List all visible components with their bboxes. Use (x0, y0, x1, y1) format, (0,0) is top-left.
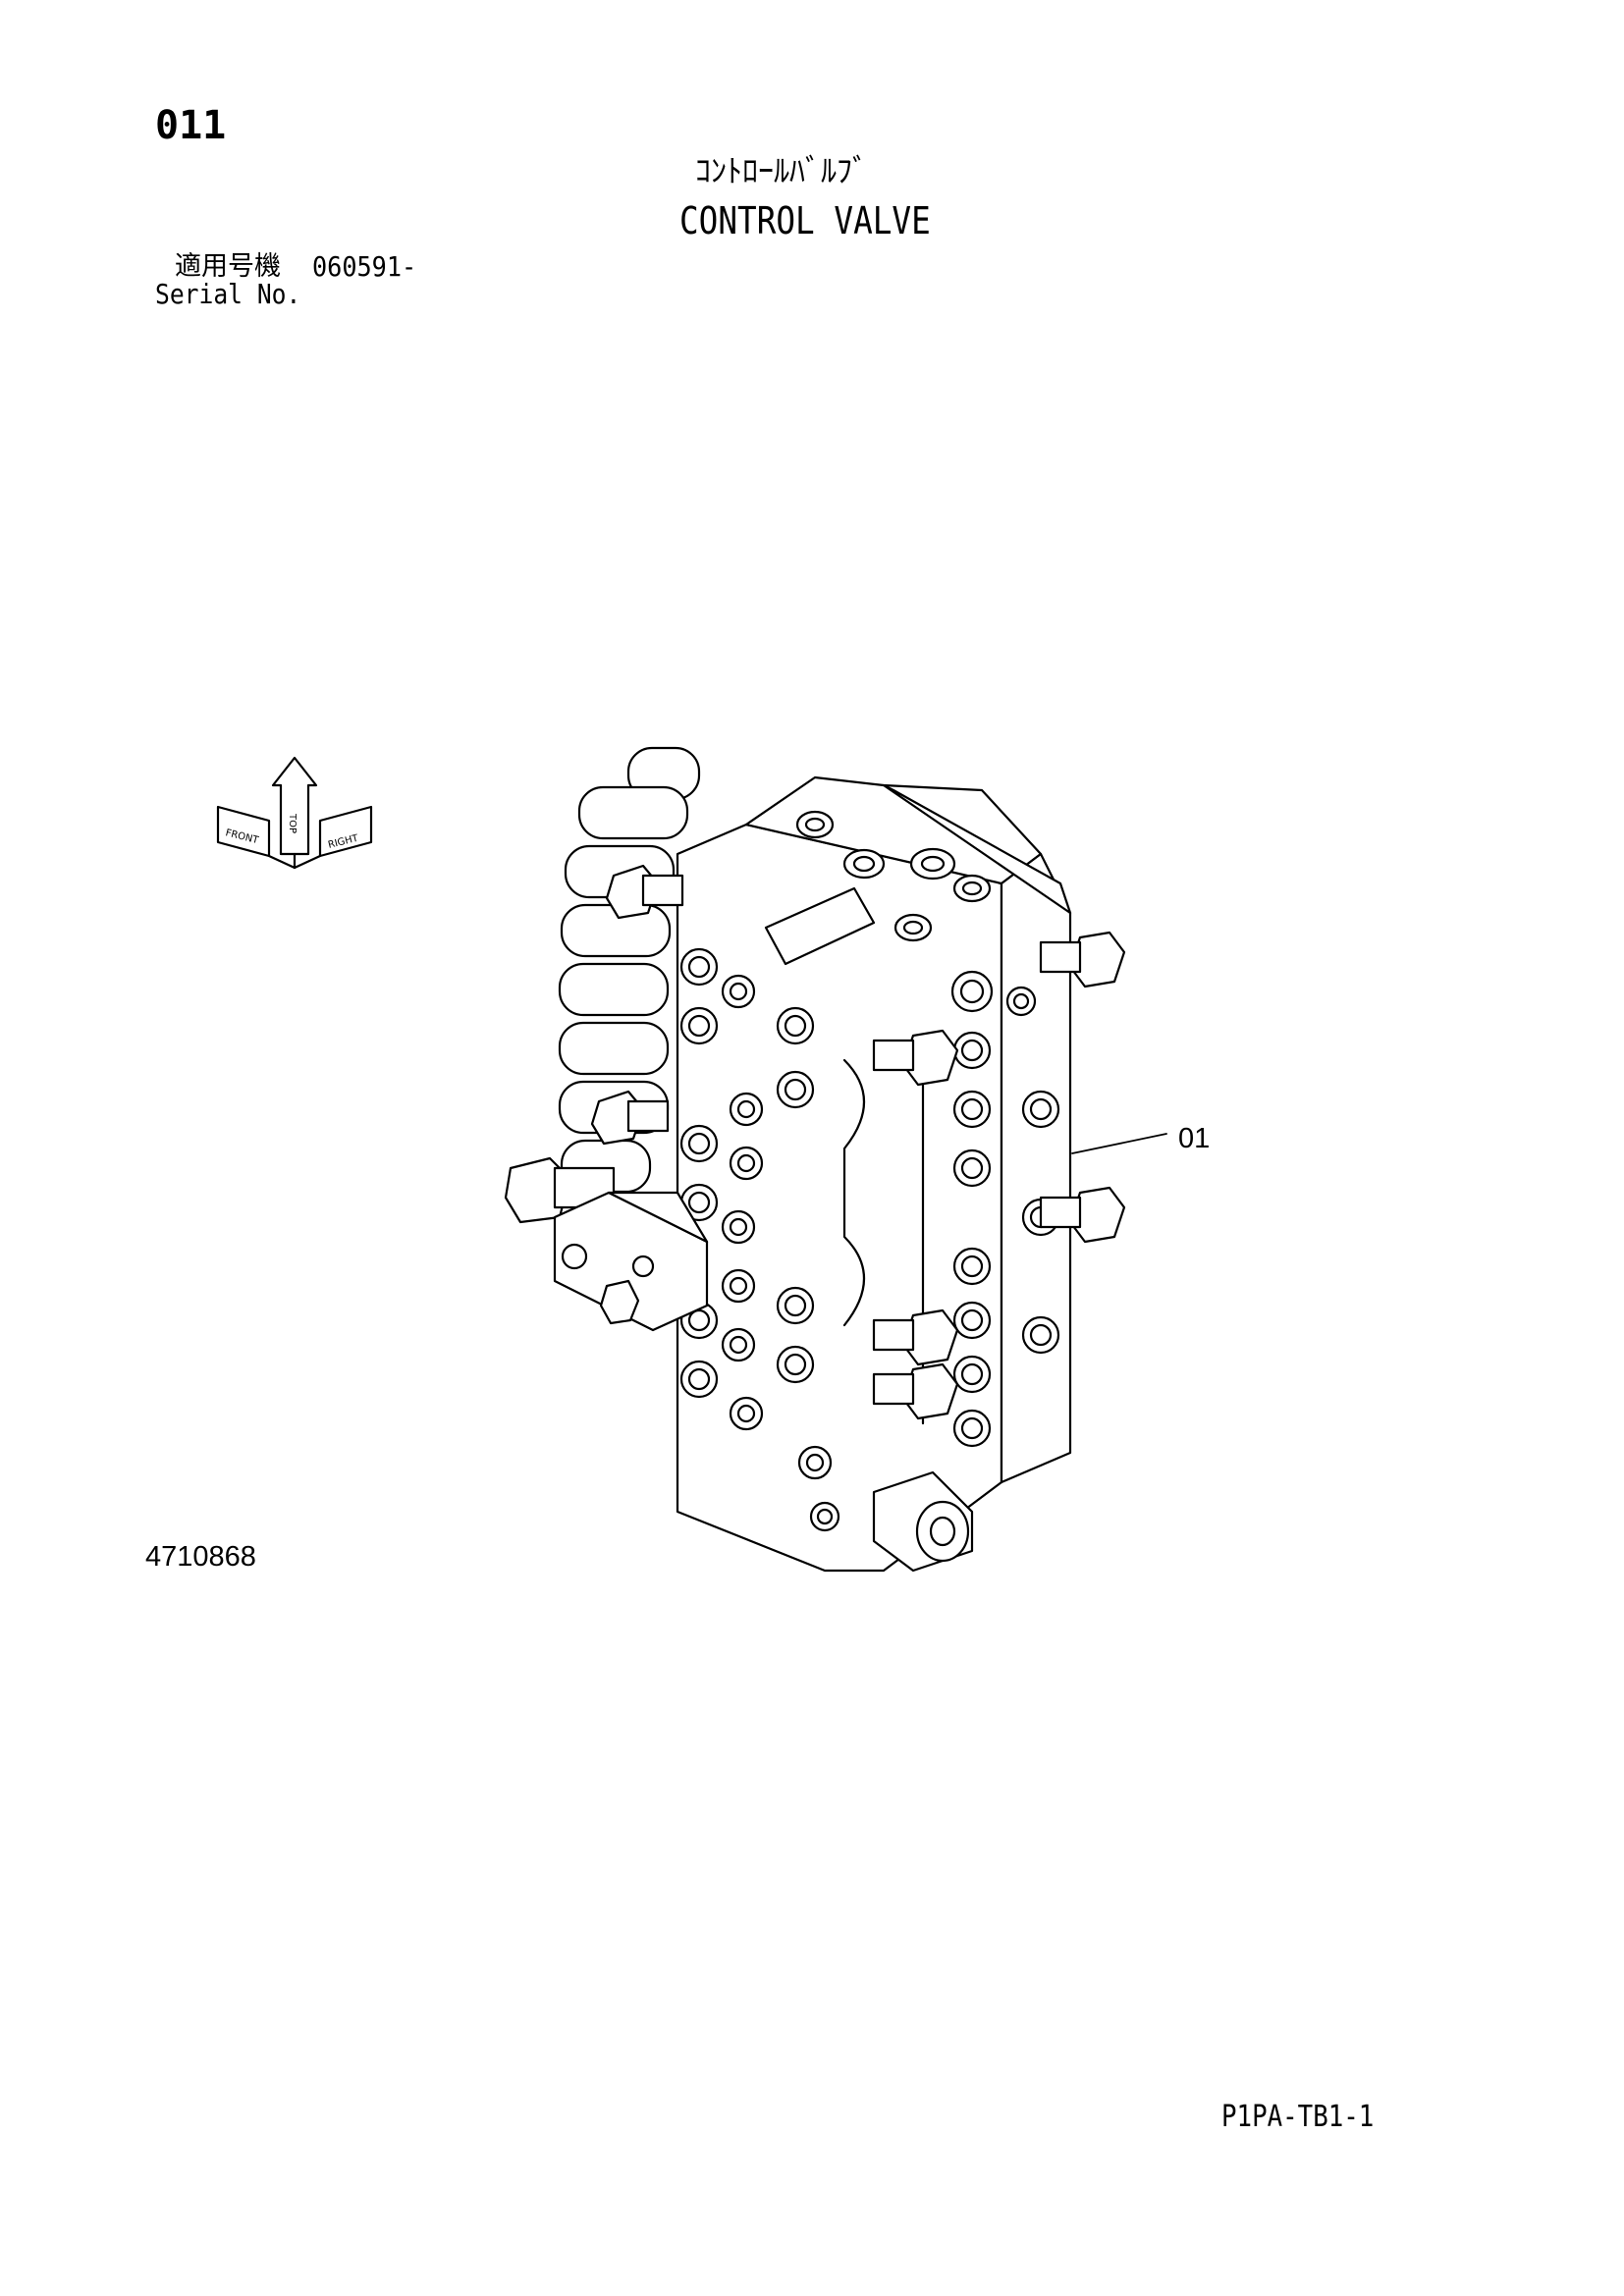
callout-leader (1071, 1133, 1167, 1154)
bottom-port (872, 1470, 974, 1573)
top-ports (795, 810, 992, 942)
callout-label: 01 (1178, 1123, 1211, 1154)
title-english: CONTROL VALVE (679, 199, 931, 242)
orientation-top-label: TOP (287, 813, 298, 833)
hex-fittings (504, 864, 1126, 1420)
drawing-code: P1PA-TB1-1 (1221, 2100, 1375, 2134)
orientation-compass-icon: FRONT RIGHT TOP (216, 756, 373, 870)
serial-label-english: Serial No. (155, 278, 301, 310)
side-ports (950, 970, 1060, 1448)
solenoid-block (553, 1191, 709, 1332)
page-number: 011 (155, 103, 227, 148)
serial-value: 060591- (312, 250, 417, 283)
part-number: 4710868 (145, 1541, 256, 1573)
serial-label-japanese: 適用号機 (175, 251, 281, 282)
title-japanese: ｺﾝﾄﾛｰﾙﾊﾞﾙﾌﾞ (695, 152, 869, 189)
front-ports (679, 947, 840, 1532)
